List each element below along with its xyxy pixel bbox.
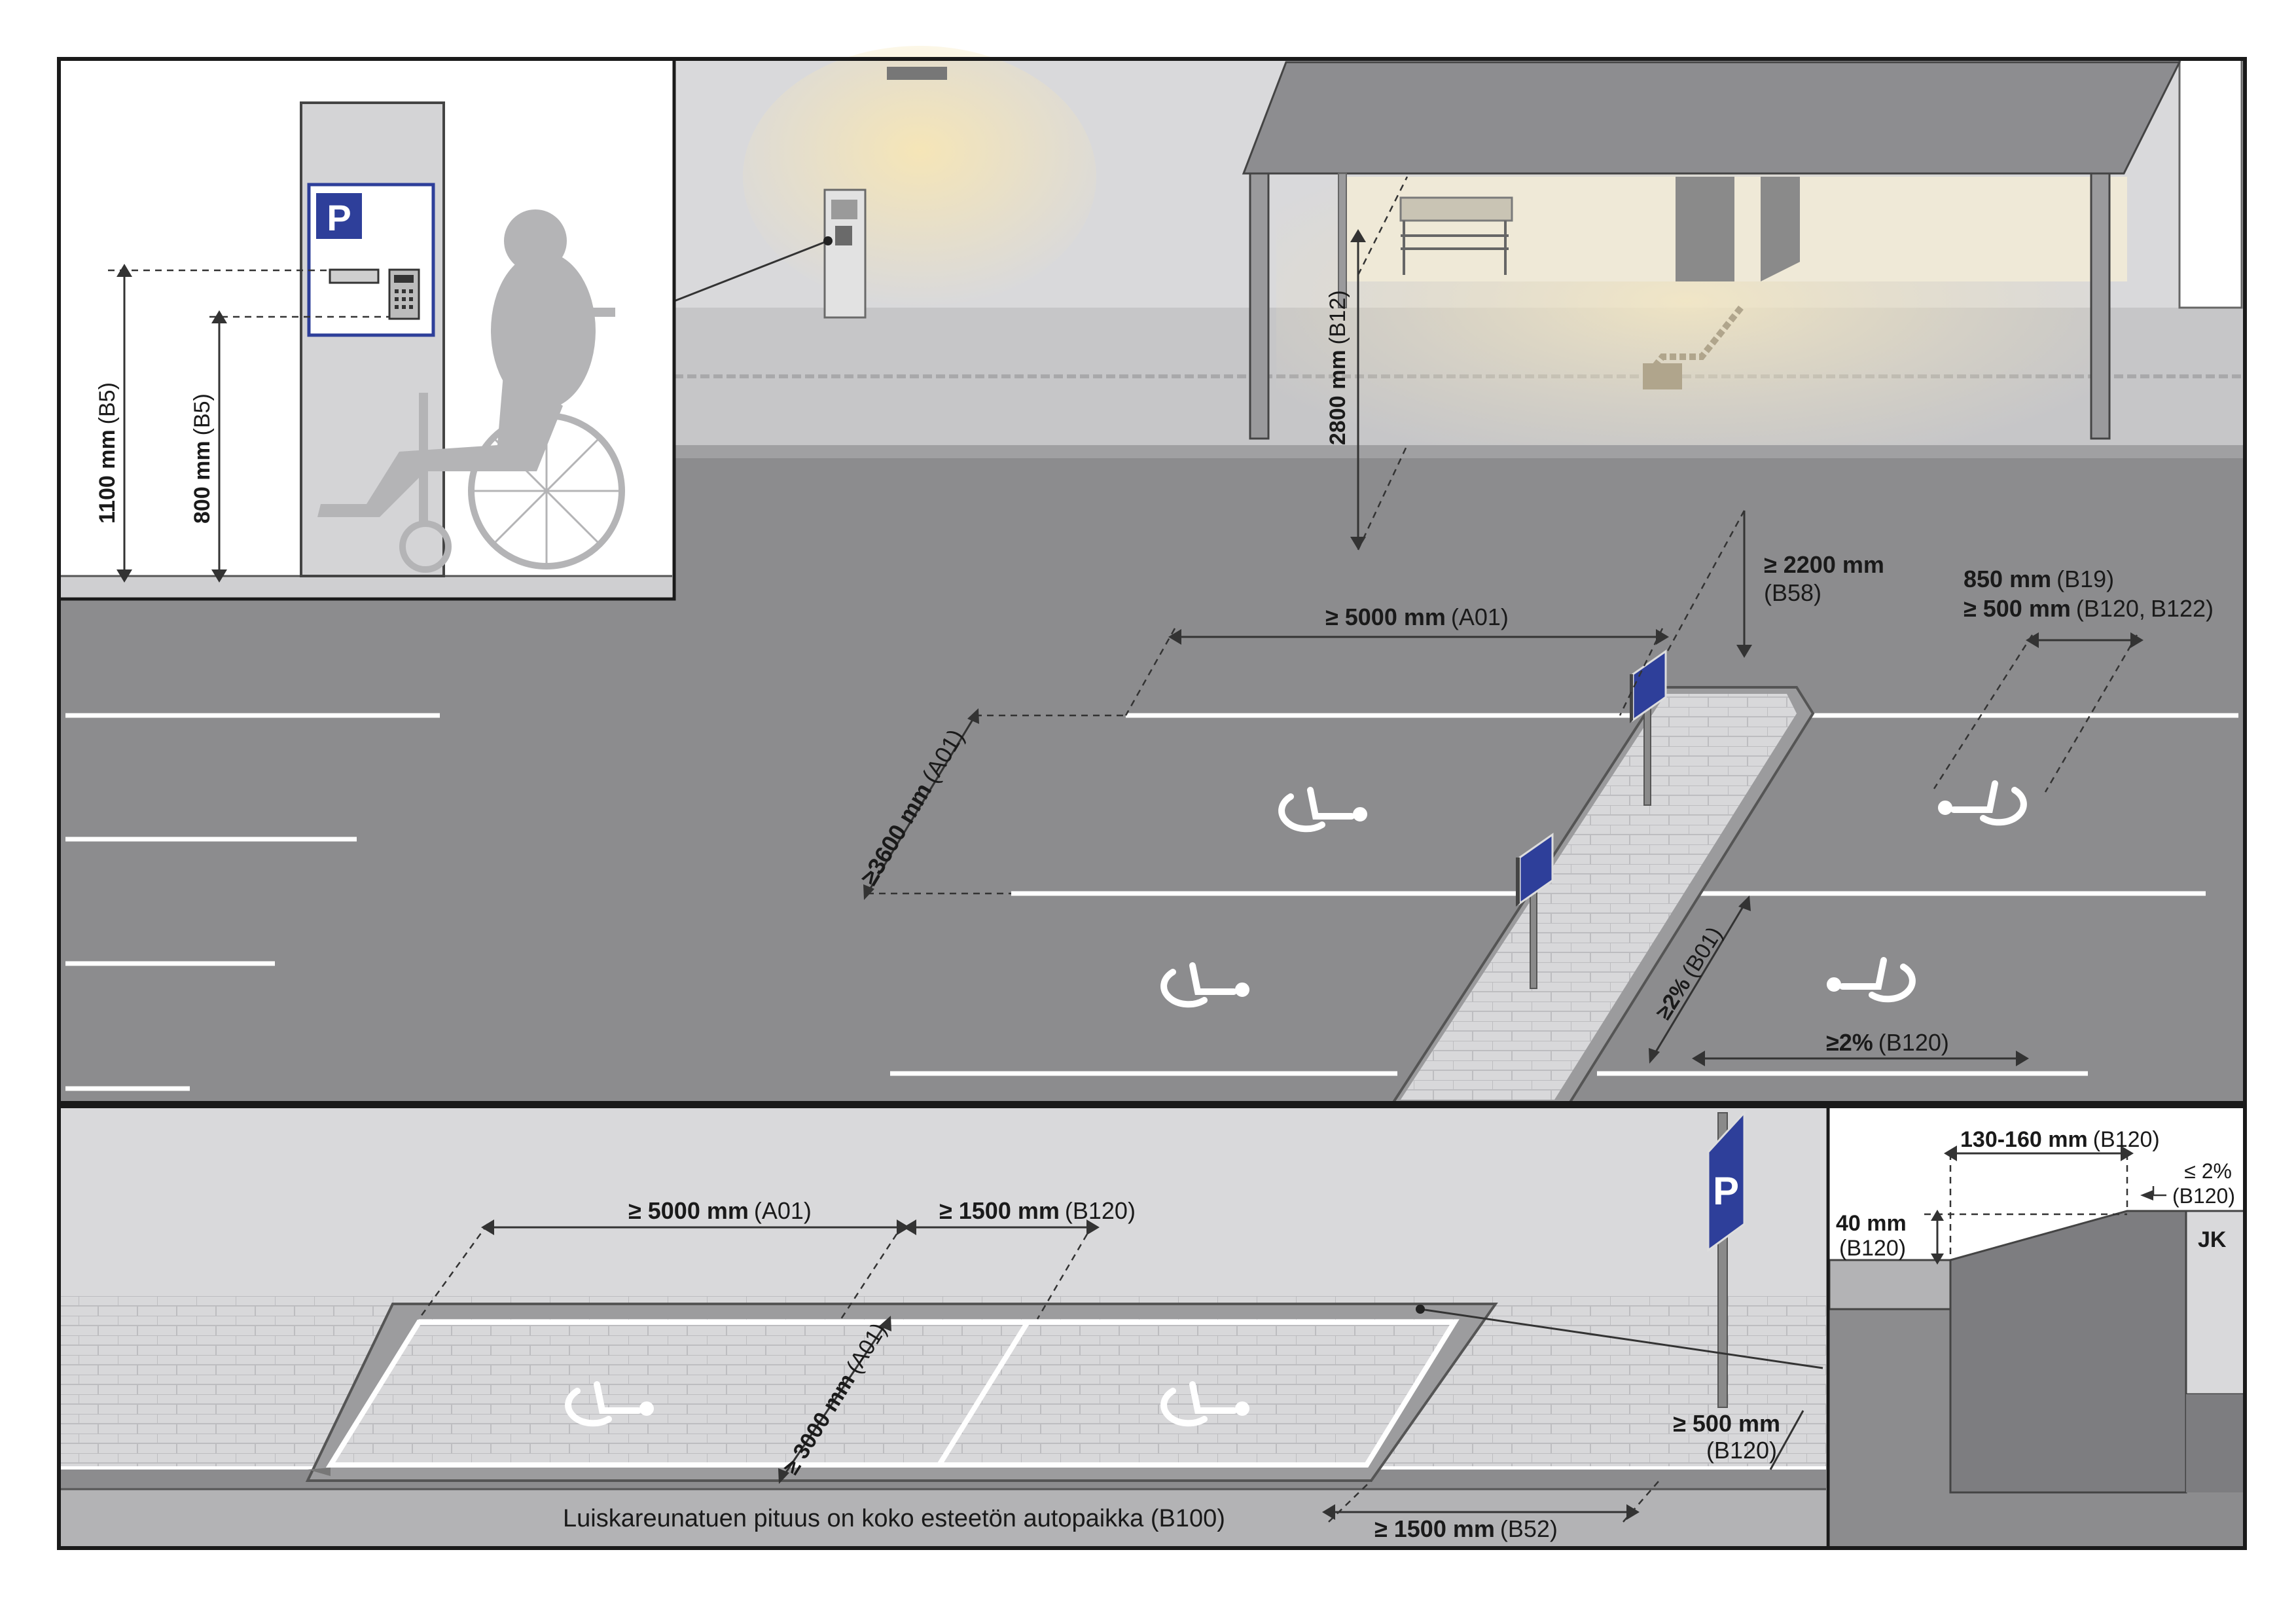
wheelchair-icon	[1938, 780, 2027, 826]
parking-meter	[823, 189, 867, 319]
wheelchair-icon	[1160, 1381, 1249, 1427]
label-5000-bottom: ≥ 5000 mm(A01)	[628, 1197, 812, 1224]
lot-markings	[65, 713, 2238, 1091]
wheelchair-icon	[1827, 957, 1916, 1003]
wheelchair-user-silhouette	[317, 209, 615, 524]
label-850: 850 mm(B19)	[1964, 566, 2114, 592]
lamp-glow	[743, 46, 1096, 308]
panel-frames	[57, 57, 2247, 1550]
dim-line-500-bottom	[1769, 1410, 1804, 1470]
bay-wheelchair-symbols	[565, 1381, 1249, 1427]
card-slot	[329, 268, 380, 284]
label-40: 40 mm	[1836, 1211, 1907, 1236]
label-slope-curb: ≤ 2%	[2184, 1159, 2232, 1183]
label-2800: 2800 mm(B12)	[1325, 290, 1350, 445]
wheelchair-icon	[565, 1381, 654, 1427]
street-sign-letter: P	[1713, 1169, 1739, 1213]
dim-line-slope-b01	[1651, 901, 1748, 1058]
sign-post-2	[1516, 833, 1554, 989]
label-500-bottom-ref: (B120)	[1706, 1437, 1777, 1464]
ceiling-lamp	[887, 67, 947, 80]
label-1100: 1100 mm(B5)	[95, 382, 120, 524]
parking-sign-icon	[316, 193, 362, 239]
label-500-bottom: ≥ 500 mm	[1673, 1410, 1780, 1437]
street-parking-sign: P	[1707, 1110, 1746, 1408]
wheelchair-icon	[1160, 962, 1249, 1008]
inset-payment-terminal: P 1100 mm(	[57, 57, 676, 601]
wheelchair-icon	[1278, 787, 1367, 833]
label-2200: ≥ 2200 mm	[1764, 551, 1884, 578]
bottom-street-panel: P ≥ 5000 mm(A01) ≥ 1500 mm(B120) ≥ 3000 …	[59, 1106, 1826, 1548]
label-jk: JK	[2198, 1227, 2227, 1252]
label-800: 800 mm(B5)	[190, 393, 215, 524]
label-slope-curb-ref: (B120)	[2172, 1184, 2235, 1208]
bay-markings	[325, 1320, 1460, 1468]
label-5000-top: ≥ 5000 mm(A01)	[1325, 604, 1509, 630]
label-1500-b52: ≥ 1500 mm(B52)	[1374, 1515, 1558, 1542]
label-40-ref: (B120)	[1839, 1236, 1906, 1261]
label-130-160: 130-160 mm(B120)	[1960, 1127, 2160, 1152]
dim-line-3000	[781, 1322, 888, 1479]
label-b58: (B58)	[1764, 579, 1821, 606]
label-slope-b120: ≥2%(B120)	[1826, 1029, 1949, 1056]
sign-post-1	[1630, 649, 1667, 806]
label-500-top: ≥ 500 mm(B120,B122)	[1964, 595, 2214, 622]
wheelchair-symbols	[1160, 780, 2027, 1008]
dim-line-3600	[866, 715, 977, 894]
caption-text: Luiskareunatuen pituus on koko esteetön …	[563, 1505, 1225, 1532]
label-1500-b120: ≥ 1500 mm(B120)	[939, 1197, 1136, 1224]
parking-island	[1388, 686, 1815, 1108]
parking-sign-letter: P	[327, 197, 351, 238]
bus-shelter	[1242, 58, 2243, 445]
curb-section: 130-160 mm(B120) ≤ 2% (B120) 40 mm (B120…	[1828, 1106, 2246, 1548]
